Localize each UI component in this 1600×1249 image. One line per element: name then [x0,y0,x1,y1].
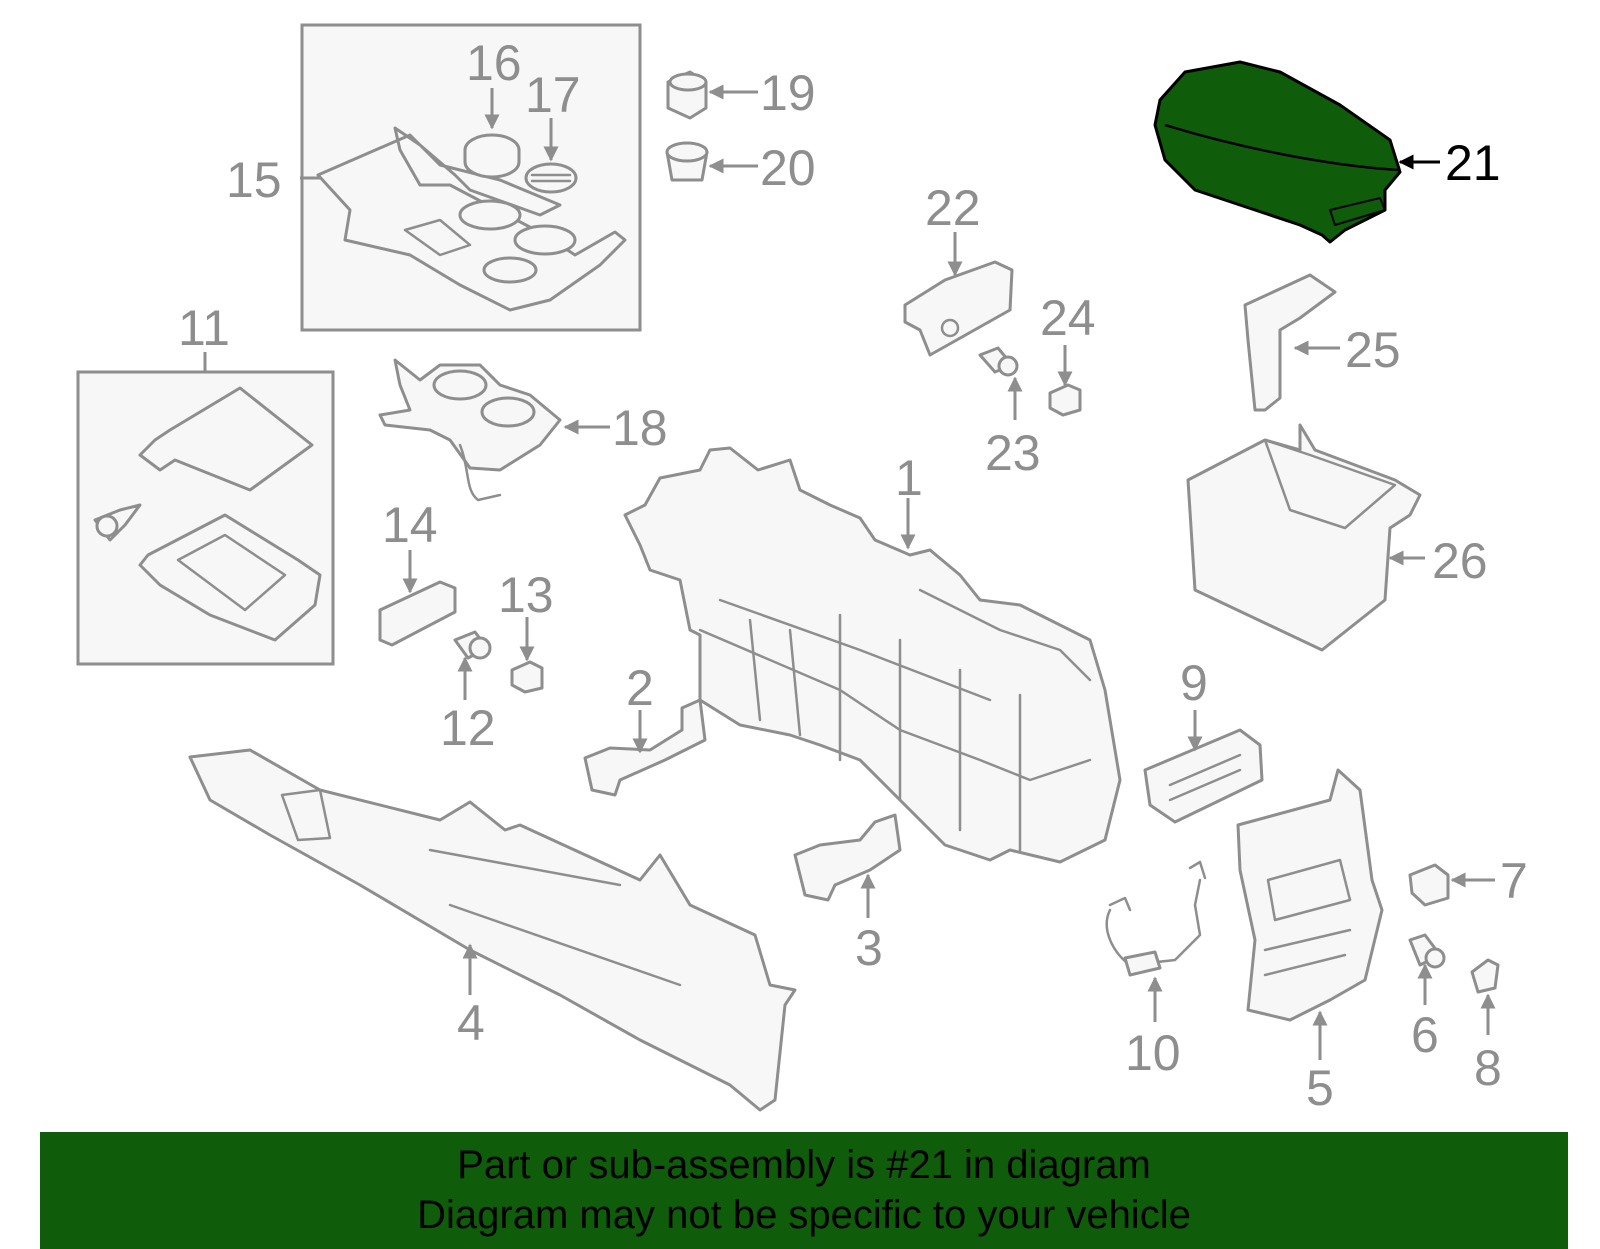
callout-21-highlighted[interactable]: 21 [1445,135,1501,191]
part-16-cap [463,133,521,179]
leader-lines [203,84,1496,1060]
part-12-bolt [453,630,492,660]
part-14-bracket [378,580,457,647]
part-1-console-body [623,446,1122,864]
callout-14[interactable]: 14 [382,497,438,553]
banner-line-disclaimer: Diagram may not be specific to your vehi… [417,1193,1191,1237]
callout-9[interactable]: 9 [1180,655,1208,711]
part-6-bolt [1408,933,1446,969]
part-26-insert [1186,423,1422,652]
callout-1[interactable]: 1 [895,450,923,506]
part-17-mat [524,162,578,194]
callout-10[interactable]: 10 [1125,1025,1181,1081]
part-22-bracket [903,260,1014,357]
callout-4[interactable]: 4 [457,995,485,1051]
callout-labels: 1 2 3 4 5 6 7 8 9 10 11 12 13 14 15 16 1… [178,35,1528,1116]
part-25-bracket [1243,273,1337,412]
callout-25[interactable]: 25 [1345,322,1401,378]
callout-6[interactable]: 6 [1411,1007,1439,1063]
callout-5[interactable]: 5 [1306,1060,1334,1116]
part-13-clip [510,660,544,694]
callout-7[interactable]: 7 [1500,853,1528,909]
callout-2[interactable]: 2 [626,660,654,716]
part-10-wire-harness [1105,860,1207,977]
part-8-clip [1470,958,1500,994]
part-9-control-panel [1143,728,1264,824]
callout-15[interactable]: 15 [226,152,282,208]
callout-3[interactable]: 3 [855,920,883,976]
callout-11[interactable]: 11 [178,300,230,356]
callout-23[interactable]: 23 [985,425,1041,481]
part-5-rear-panel [1236,768,1384,1022]
part-18-cup-holder [378,358,562,502]
banner-line-part-number: Part or sub-assembly is #21 in diagram [457,1143,1151,1187]
part-info-banner: Part or sub-assembly is #21 in diagram D… [40,1132,1568,1249]
callout-8[interactable]: 8 [1474,1040,1502,1096]
callout-26[interactable]: 26 [1432,533,1488,589]
callout-17[interactable]: 17 [525,67,581,123]
part-23-bolt [978,346,1019,377]
callout-12[interactable]: 12 [440,700,496,756]
callout-20[interactable]: 20 [760,140,816,196]
callout-16[interactable]: 16 [466,35,522,91]
part-4-side-panel [188,748,797,1112]
part-24-clip [1048,383,1082,417]
part-20-cup [665,141,709,182]
callout-18[interactable]: 18 [612,400,668,456]
callout-24[interactable]: 24 [1040,290,1096,346]
part-11-tray-assembly [76,370,335,666]
part-3-bracket [793,813,902,902]
part-19-knob [666,70,708,120]
callout-22[interactable]: 22 [925,180,981,236]
callout-19[interactable]: 19 [760,65,816,121]
part-15-cup-holder-assembly [300,23,642,332]
part-7-clip [1408,863,1450,907]
part-21-armrest-highlighted [1153,60,1402,244]
callout-13[interactable]: 13 [498,567,554,623]
